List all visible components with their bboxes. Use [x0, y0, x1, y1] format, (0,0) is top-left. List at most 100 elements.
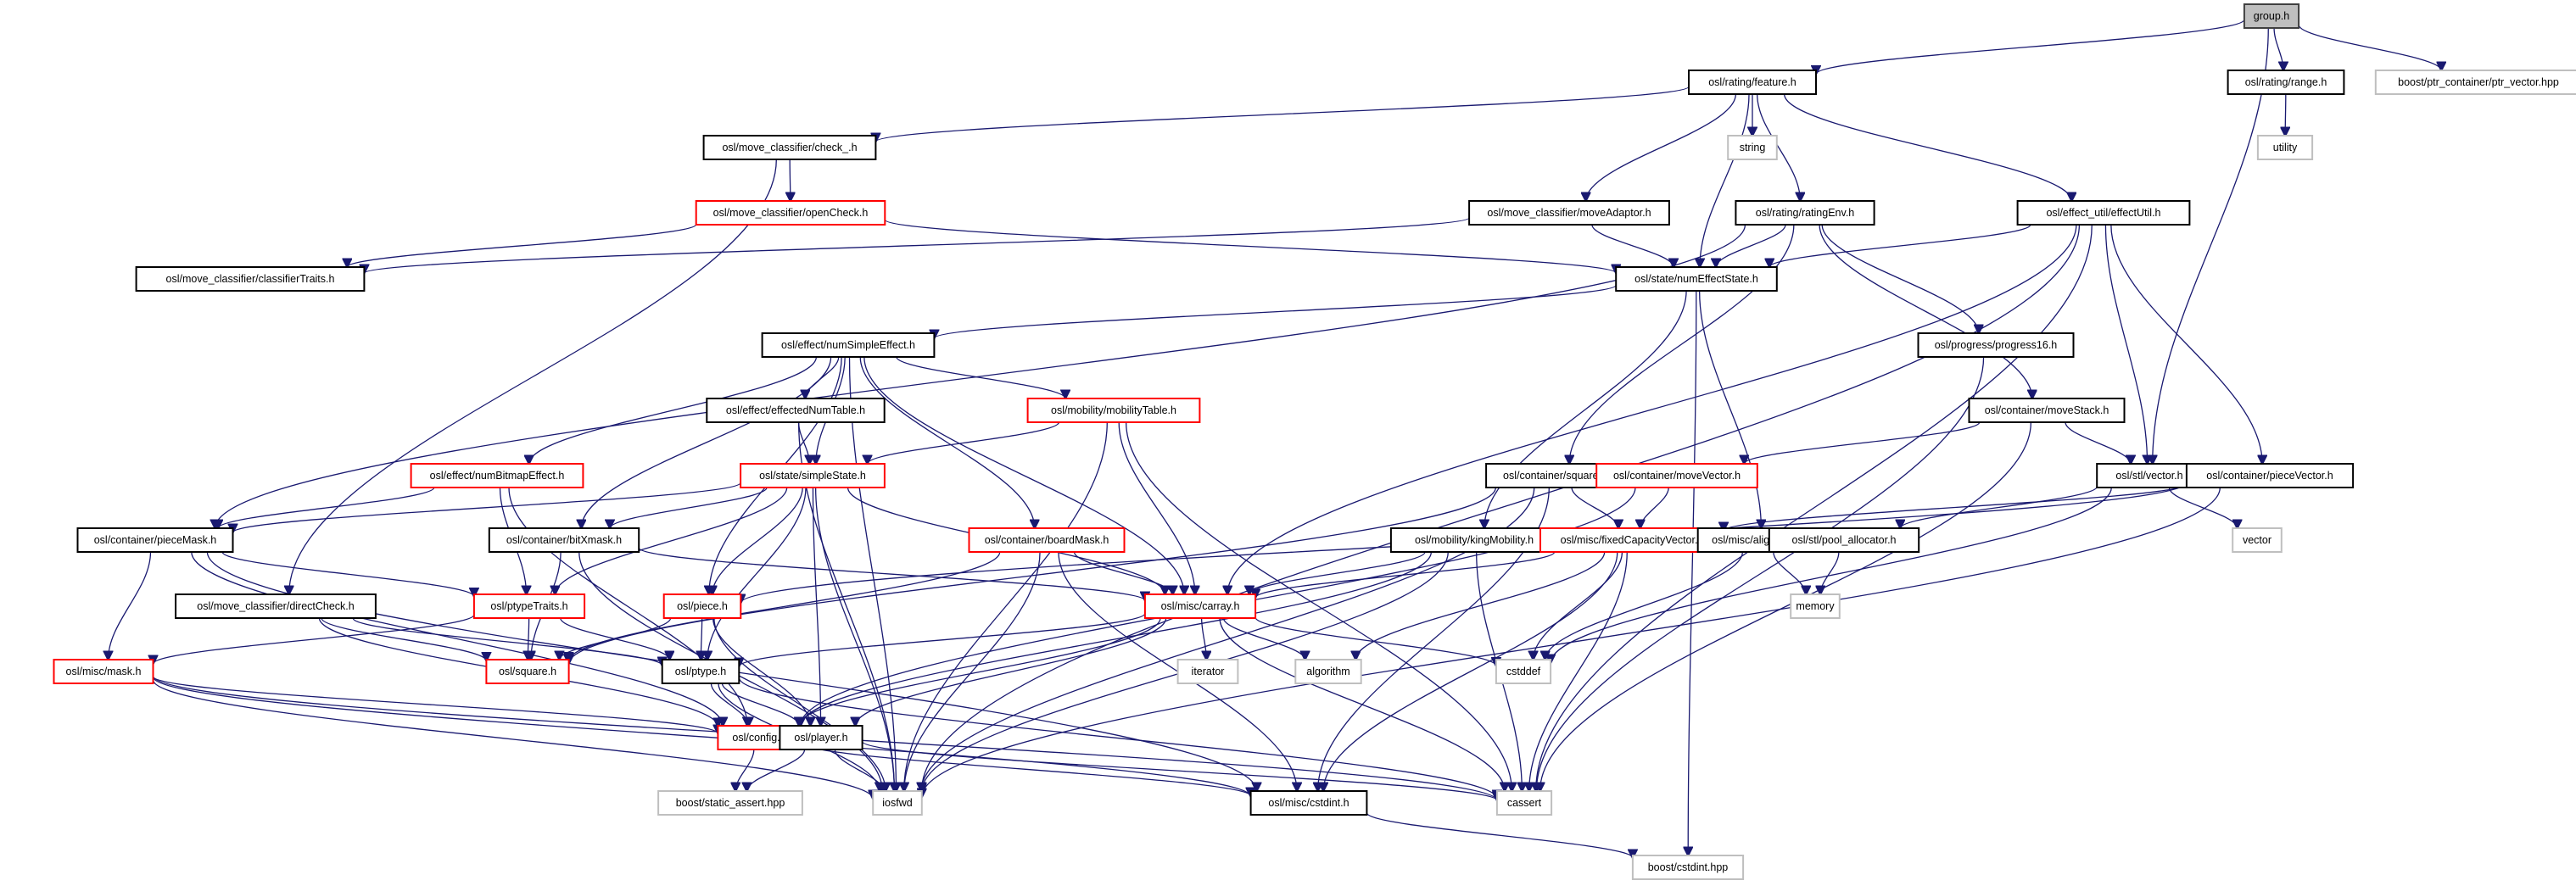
edge-carray-to-algorithm	[1222, 617, 1305, 660]
node-label: boost/ptr_container/ptr_vector.hpp	[2398, 76, 2559, 88]
edge-effectUtil-to-stlVector	[2104, 224, 2147, 464]
edge-effectUtil-to-cassert	[1536, 224, 2093, 791]
edge-simpleState-to-piece	[712, 487, 803, 594]
graph-node-numSimpleEffect[interactable]: osl/effect/numSimpleEffect.h	[761, 332, 936, 358]
edge-directCheck-to-square	[321, 617, 486, 660]
graph-node-mobilityTable[interactable]: osl/mobility/mobilityTable.h	[1026, 398, 1201, 423]
graph-node-feature[interactable]: osl/rating/feature.h	[1688, 70, 1817, 95]
graph-node-effectUtil[interactable]: osl/effect_util/effectUtil.h	[2016, 200, 2191, 226]
edge-fixedCapacityVector-to-cstddef	[1534, 551, 1623, 660]
graph-node-pool_allocator[interactable]: osl/stl/pool_allocator.h	[1768, 527, 1920, 553]
graph-node-check_[interactable]: osl/move_classifier/check_.h	[702, 135, 877, 160]
graph-node-moveVector[interactable]: osl/container/moveVector.h	[1595, 463, 1758, 488]
node-box	[1917, 332, 2075, 358]
node-box	[1968, 398, 2126, 423]
node-box	[175, 593, 377, 619]
edge-ratingEnv-to-numEffectState	[1716, 224, 1786, 267]
graph-node-range[interactable]: osl/rating/range.h	[2227, 70, 2345, 95]
graph-node-ptypeTraits[interactable]: osl/ptypeTraits.h	[472, 593, 586, 619]
node-box	[1735, 200, 1875, 226]
graph-node-pieceMask[interactable]: osl/container/pieceMask.h	[76, 527, 234, 553]
graph-node-directCheck[interactable]: osl/move_classifier/directCheck.h	[175, 593, 377, 619]
edge-boardMask-to-iosfwd	[904, 551, 1041, 791]
node-box	[1176, 659, 1239, 684]
graph-node-mask[interactable]: osl/misc/mask.h	[53, 659, 154, 684]
edge-effectUtil-to-carray	[1227, 224, 2077, 594]
edge-piece-to-iosfwd	[713, 617, 886, 791]
node-box	[2232, 527, 2283, 553]
node-label: osl/move_classifier/classifierTraits.h	[166, 273, 335, 285]
node-box	[1143, 593, 1257, 619]
edge-effectUtil-to-pieceVector	[2110, 224, 2262, 464]
edge-square8-to-square	[569, 487, 1497, 664]
graph-node-cassert: cassert	[1495, 790, 1553, 816]
edge-kingMobility-to-carray	[1249, 551, 1426, 594]
graph-node-bitXmask[interactable]: osl/container/bitXmask.h	[488, 527, 640, 553]
node-label: boost/static_assert.hpp	[676, 797, 785, 809]
node-label: osl/progress/progress16.h	[1935, 339, 2058, 351]
graph-node-cstdint[interactable]: osl/misc/cstdint.h	[1249, 790, 1368, 816]
edge-numEffectState-to-kingMobility	[1484, 290, 1687, 528]
edge-group-to-feature	[1816, 19, 2245, 74]
node-label: string	[1740, 142, 1766, 153]
graph-node-openCheck[interactable]: osl/move_classifier/openCheck.h	[695, 200, 886, 226]
graph-node-boardMask[interactable]: osl/container/boardMask.h	[968, 527, 1126, 553]
graph-node-simpleState[interactable]: osl/state/simpleState.h	[740, 463, 886, 488]
node-label: osl/move_classifier/moveAdaptor.h	[1487, 207, 1651, 219]
edge-boardMask-to-carray	[1073, 551, 1172, 594]
edge-openCheck-to-classifierTraits	[347, 224, 697, 267]
edge-fixedCapacityVector-to-cassert	[1529, 551, 1628, 791]
edge-carray-to-cstddef	[1254, 616, 1496, 666]
graph-node-stlVector[interactable]: osl/stl/vector.h	[2096, 463, 2203, 488]
graph-node-moveAdaptor[interactable]: osl/move_classifier/moveAdaptor.h	[1468, 200, 1670, 226]
node-box	[488, 527, 640, 553]
node-label: osl/rating/feature.h	[1708, 76, 1796, 88]
edge-moveStack-to-stlVector	[2065, 421, 2131, 464]
node-box	[1727, 135, 1778, 160]
graph-node-classifierTraits[interactable]: osl/move_classifier/classifierTraits.h	[135, 266, 366, 292]
edge-stlVector-to-cstddef	[1551, 487, 2112, 663]
graph-node-numEffectState[interactable]: osl/state/numEffectState.h	[1615, 266, 1778, 292]
graph-node-player[interactable]: osl/player.h	[779, 725, 863, 750]
node-box	[761, 332, 936, 358]
edge-feature-to-effectUtil	[1783, 93, 2072, 201]
graph-node-ptype[interactable]: osl/ptype.h	[661, 659, 740, 684]
edge-progress16-to-cassert	[1536, 356, 1985, 791]
edge-bitXmask-to-carray	[638, 547, 1145, 600]
node-box	[702, 135, 877, 160]
edge-ratingEnv-to-square8	[1569, 224, 1795, 464]
node-label: osl/move_classifier/directCheck.h	[197, 600, 355, 612]
node-box	[1539, 527, 1724, 553]
graph-node-algorithm: algorithm	[1294, 659, 1362, 684]
graph-node-progress16[interactable]: osl/progress/progress16.h	[1917, 332, 2075, 358]
edge-align16New-to-memory	[1773, 551, 1806, 594]
edge-align16New-to-cstddef	[1545, 551, 1743, 660]
graph-node-fixedCapacityVector[interactable]: osl/misc/fixedCapacityVector.h	[1539, 527, 1724, 553]
node-label: osl/misc/fixedCapacityVector.h	[1561, 534, 1704, 546]
node-label: osl/misc/carray.h	[1161, 600, 1240, 612]
graph-node-effectedNumTable[interactable]: osl/effect/effectedNumTable.h	[706, 398, 886, 423]
edge-moveAdaptor-to-classifierTraits	[364, 217, 1470, 273]
node-label: memory	[1796, 600, 1835, 612]
node-box	[779, 725, 863, 750]
edge-check_-to-openCheck	[790, 159, 791, 201]
graph-node-kingMobility[interactable]: osl/mobility/kingMobility.h	[1389, 527, 1559, 553]
edge-square8-to-fixedCapacityVector	[1571, 487, 1618, 528]
graph-node-moveStack[interactable]: osl/container/moveStack.h	[1968, 398, 2126, 423]
graph-node-square[interactable]: osl/square.h	[485, 659, 570, 684]
edge-ptype-to-cassert	[738, 677, 1497, 799]
graph-node-carray[interactable]: osl/misc/carray.h	[1143, 593, 1257, 619]
edge-feature-to-numEffectState	[1700, 93, 1750, 267]
node-box	[2016, 200, 2191, 226]
node-label: osl/stl/pool_allocator.h	[1792, 534, 1897, 546]
edge-numSimpleEffect-to-boardMask	[859, 356, 1035, 528]
graph-node-piece[interactable]: osl/piece.h	[662, 593, 742, 619]
node-label: osl/rating/ratingEnv.h	[1756, 207, 1855, 219]
edge-mobilityTable-to-carray	[1118, 421, 1195, 594]
graph-node-pieceVector[interactable]: osl/container/pieceVector.h	[2185, 463, 2355, 488]
graph-node-numBitmapEffect[interactable]: osl/effect/numBitmapEffect.h	[410, 463, 584, 488]
node-label: cstddef	[1506, 666, 1541, 677]
graph-node-ratingEnv[interactable]: osl/rating/ratingEnv.h	[1735, 200, 1875, 226]
node-box	[485, 659, 570, 684]
graph-node-group[interactable]: group.h	[2243, 3, 2300, 29]
